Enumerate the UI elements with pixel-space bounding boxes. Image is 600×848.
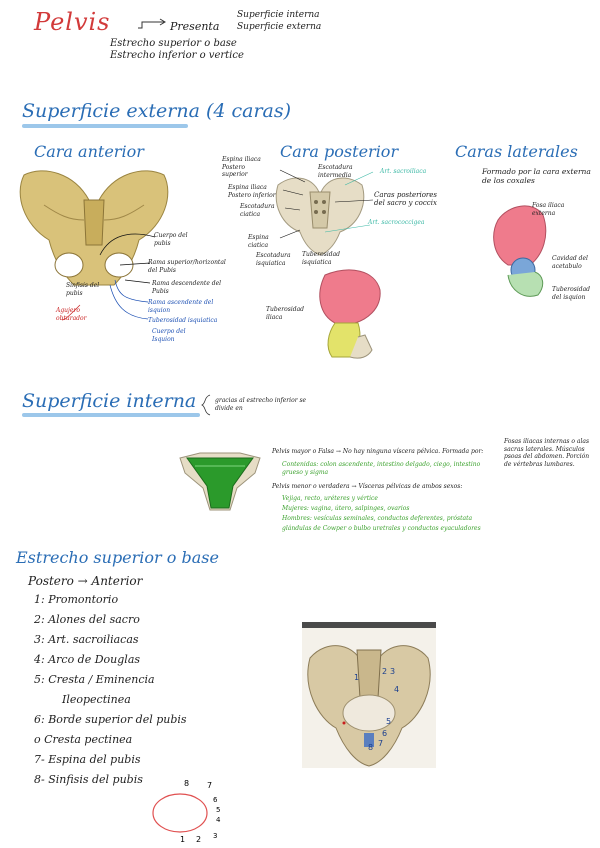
- arrow-right-icon: [138, 18, 166, 29]
- pelvic-inlet-diagram: 8 7 6 5 4 3 2 1: [152, 779, 221, 844]
- underline: [22, 413, 200, 417]
- photo-number: 3: [390, 667, 395, 676]
- label-espina-ciatica: Espina ciatica: [248, 234, 269, 249]
- label-escotadura-intermedia: Escotadura intermedia: [318, 164, 353, 179]
- list-item: Ileopectinea: [62, 693, 131, 706]
- list-item: 2: Alones del sacro: [34, 613, 140, 626]
- label-cuerpo-pubis: Cuerpo del pubis: [154, 232, 188, 247]
- list-item: 3: Art. sacroiliacas: [34, 633, 139, 646]
- label-sinfisis: Sinfisis del pubis: [66, 282, 100, 297]
- photo-number: 7: [378, 739, 383, 748]
- header-estrecho-sup: Estrecho superior o base: [110, 38, 237, 49]
- vejiga-text: Vejiga, recto, uréteres y vértice: [282, 495, 378, 502]
- diagram-number: 7: [207, 781, 212, 790]
- label-tuberosidad-isq: Tuberosidad isquiatica: [302, 251, 340, 266]
- label-rama-desc: Rama descendente del Pubis: [152, 280, 222, 295]
- pelvis-photo-image: 1 2 3 4 5 6 7 8: [302, 628, 436, 768]
- header-estrecho-inf: Estrecho inferior o vertice: [110, 50, 244, 61]
- cara-posterior-title: Cara posterior: [280, 142, 399, 161]
- diagram-number: 8: [184, 779, 189, 788]
- label-espina-sup: Espina iliaca Postero superior: [222, 156, 261, 178]
- laterales-desc: Formado por la cara externa de los coxal…: [482, 167, 591, 185]
- list-item: 8- Sinfisis del pubis: [34, 773, 143, 786]
- hombres-text: Hombres: vesículas seminales, conductos …: [282, 515, 473, 522]
- list-item: 5: Cresta / Eminencia: [34, 673, 155, 686]
- pelvis-interior-image: [179, 452, 261, 511]
- label-caras-posteriores: Caras posteriores del sacro y coccix: [374, 191, 437, 207]
- glandulas-text: glándulas de Cowper o bulbo uretrales y …: [282, 525, 481, 532]
- photo-number: 1: [354, 673, 359, 682]
- contiene-text: Contenidas: colon ascendente, intestino …: [282, 461, 481, 476]
- posterior-pelvis-image: [275, 177, 365, 256]
- anterior-pelvis-image: [19, 170, 169, 286]
- cara-anterior-title: Cara anterior: [34, 142, 144, 161]
- diagram-number: 6: [213, 796, 218, 804]
- label-tuberosidad: Tuberosidad isquiatica: [148, 317, 218, 324]
- photo-top-bar: [302, 622, 436, 628]
- photo-number: 6: [382, 729, 387, 738]
- label-rama-isquion: Rama ascendente del isquion: [148, 299, 214, 314]
- underline: [22, 124, 188, 128]
- photo-number: 4: [394, 685, 399, 694]
- label-cuerpo-isquion: Cuerpo del Isquion: [152, 328, 186, 343]
- direccion-label: Postero → Anterior: [28, 574, 143, 588]
- label-tuberosidad-iliaca: Tuberosidad iliaca: [266, 306, 304, 321]
- label-rama-sup: Rama superior/horizontal del Pubis: [148, 259, 226, 274]
- label-fosa-iliaca: Fosa iliaca externa: [532, 202, 565, 217]
- label-agujero-obturador: Agujero obturador: [56, 307, 87, 322]
- estrecho-list: 1: Promontorio 2: Alones del sacro 3: Ar…: [34, 590, 187, 790]
- header-sup-interna: Superficie interna: [237, 10, 320, 20]
- header-sup-externa: Superficie externa: [237, 22, 322, 32]
- label-escotadura-isquiatica: Escotadura isquiatica: [256, 252, 291, 267]
- pelvis-mayor-text: Pelvis mayor o Falsa → No hay ninguna ví…: [272, 448, 484, 455]
- diagram-number: 4: [216, 816, 221, 824]
- diagram-number: 3: [213, 832, 217, 840]
- interna-note: gracias al estrecho inferior se divide e…: [215, 397, 307, 412]
- list-item: 7- Espina del pubis: [34, 753, 141, 766]
- label-cavidad-acetabulo: Cavidad del acetabulo: [552, 255, 588, 270]
- section-title-estrecho: Estrecho superior o base: [16, 548, 219, 567]
- brace-icon: [201, 394, 211, 416]
- hip-bone-colored-image: [319, 269, 381, 359]
- mujeres-text: Mujeres: vagina, útero, salpinges, ovari…: [282, 505, 410, 512]
- label-tuberosidad-isquion: Tuberosidad del isquion: [552, 286, 590, 301]
- photo-number: 8: [368, 743, 373, 752]
- label-escotadura-ciatica: Escotadura ciatica: [240, 203, 275, 218]
- photo-number: 5: [386, 717, 391, 726]
- section-title-interna: Superficie interna: [22, 390, 197, 412]
- presenta-label: Presenta: [170, 20, 220, 33]
- leader-lines: [61, 233, 156, 321]
- diagram-number: 1: [180, 835, 185, 844]
- label-espina-inf: Espina iliaca Postero inferior: [228, 184, 276, 199]
- formada-items-text: Fosas iliacas internas o alas sacras lat…: [504, 438, 590, 468]
- label-art-sacrococcigea: Art. sacrococcigea: [368, 219, 425, 226]
- leader-lines: [279, 169, 374, 239]
- diagram-number: 5: [216, 806, 220, 814]
- page-title: Pelvis: [34, 8, 111, 36]
- diagram-number: 2: [196, 835, 201, 844]
- list-item: 6: Borde superior del pubis: [34, 713, 187, 726]
- lateral-hip-image: [493, 205, 547, 297]
- photo-number: 2: [382, 667, 387, 676]
- list-item: o Cresta pectinea: [34, 733, 133, 746]
- pelvis-menor-text: Pelvis menor o verdadera → Vísceras pélv…: [272, 483, 463, 490]
- label-art-sacroiliaca: Art. sacroiliaca: [380, 168, 427, 175]
- section-title-externa: Superficie externa (4 caras): [22, 100, 292, 122]
- caras-laterales-title: Caras laterales: [455, 142, 578, 161]
- list-item: 4: Arco de Douglas: [34, 653, 141, 666]
- list-item: 1: Promontorio: [34, 593, 119, 606]
